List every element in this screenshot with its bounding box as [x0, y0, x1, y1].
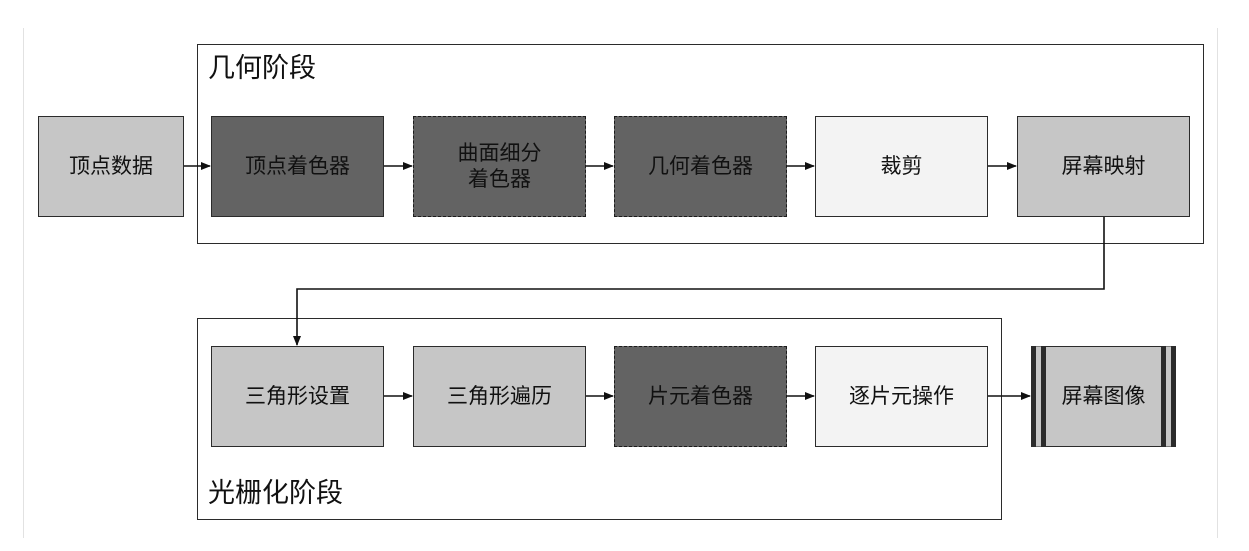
- triangle-traversal-box: 三角形遍历: [413, 346, 586, 447]
- triangle-setup-box: 三角形设置: [211, 346, 384, 447]
- raster-stage-title: 光栅化阶段: [208, 478, 343, 509]
- screen-image-box: 屏幕图像: [1031, 346, 1176, 447]
- tessellation-shader-box: 曲面细分 着色器: [413, 116, 586, 217]
- clipping-box: 裁剪: [815, 116, 988, 217]
- per-fragment-operations-box: 逐片元操作: [815, 346, 988, 447]
- screen-mapping-box: 屏幕映射: [1017, 116, 1190, 217]
- geometry-shader-box: 几何着色器: [614, 116, 787, 217]
- vertex-shader-box: 顶点着色器: [211, 116, 384, 217]
- left-edge-line: [23, 28, 24, 538]
- fragment-shader-box: 片元着色器: [614, 346, 787, 447]
- right-edge-line: [1217, 28, 1218, 538]
- geometry-stage-title: 几何阶段: [208, 53, 316, 84]
- vertex-data-box: 顶点数据: [38, 116, 184, 217]
